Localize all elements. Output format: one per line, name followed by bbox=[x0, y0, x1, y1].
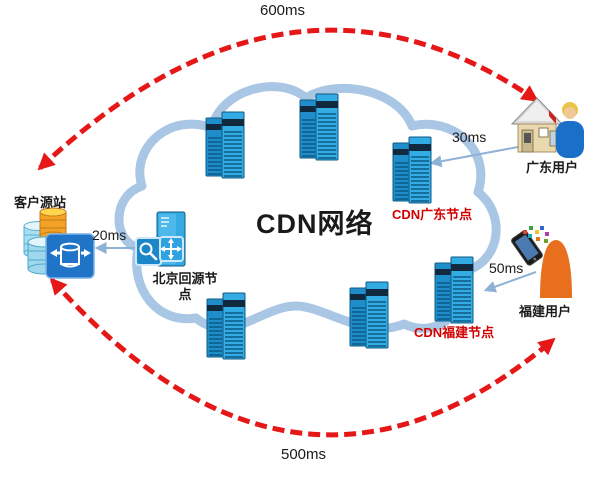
app-confetti-icon bbox=[523, 226, 549, 243]
person-icon-guangdong bbox=[556, 102, 584, 158]
red-dashed-arrow-top-600ms bbox=[37, 27, 539, 171]
origin-site-label: 客户源站 bbox=[14, 195, 67, 210]
fujian-user-icon bbox=[511, 226, 572, 298]
router-icon bbox=[159, 236, 184, 262]
server-rack-icon-bottom-left bbox=[206, 292, 246, 360]
latency-arrow-30ms bbox=[429, 146, 519, 168]
latency-label-50ms: 50ms bbox=[489, 260, 524, 276]
server-rack-icon-top-left bbox=[205, 111, 245, 179]
house-icon bbox=[510, 97, 564, 153]
server-rack-icon-bottom-middle bbox=[349, 281, 389, 349]
red-dashed-arrow-bottom-500ms bbox=[49, 277, 556, 438]
latency-label-30ms: 30ms bbox=[452, 129, 487, 145]
server-rack-icon-top-middle bbox=[299, 93, 339, 161]
fujian-node-label: CDN福建节点 bbox=[414, 325, 495, 340]
latency-label-500ms: 500ms bbox=[281, 446, 327, 463]
person-icon-fujian bbox=[540, 240, 572, 298]
server-rack-icon-guangdong-node bbox=[392, 136, 432, 204]
latency-label-600ms: 600ms bbox=[260, 2, 306, 19]
server-rack-icon-fujian-node bbox=[434, 256, 474, 324]
cache-engine-icon bbox=[135, 237, 162, 266]
beijing-node-label: 北京回源节点 bbox=[152, 271, 218, 302]
origin-database-icon bbox=[23, 207, 95, 279]
latency-arrow-50ms bbox=[483, 271, 537, 293]
cloud-title: CDN网络 bbox=[256, 209, 374, 239]
guangdong-user-label: 广东用户 bbox=[526, 160, 579, 175]
smartphone-icon bbox=[511, 230, 543, 266]
beijing-node-icon bbox=[135, 211, 186, 267]
latency-label-20ms: 20ms bbox=[92, 227, 127, 243]
guangdong-node-label: CDN广东节点 bbox=[392, 207, 473, 222]
storage-gateway-icon bbox=[45, 233, 95, 279]
guangdong-user-icon bbox=[510, 97, 584, 158]
fujian-user-label: 福建用户 bbox=[519, 304, 572, 319]
